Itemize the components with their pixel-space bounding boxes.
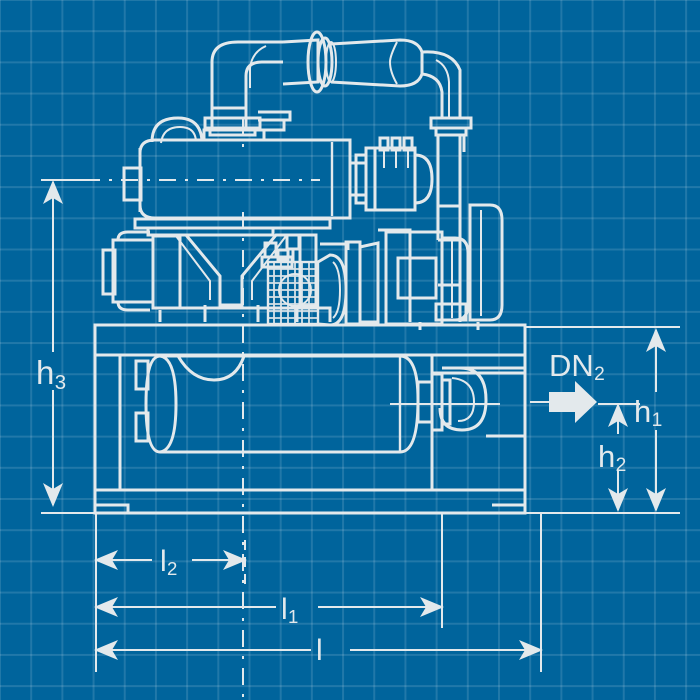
dimension-h2 xyxy=(598,403,640,512)
dimension-label-l2: l2 xyxy=(160,545,178,580)
dimension-label-h3: h3 xyxy=(36,354,67,394)
dimension-label-dn2: DN2 xyxy=(549,348,605,386)
dimension-l2 xyxy=(94,513,247,672)
dimension-label-h1: h1 xyxy=(634,394,663,432)
left-auxiliary-block xyxy=(101,230,332,322)
dimension-h1 xyxy=(525,326,680,514)
main-drive-motor xyxy=(344,135,504,330)
dimension-h3 xyxy=(41,179,96,514)
dimension-label-l: l xyxy=(316,634,323,667)
dimension-l xyxy=(94,513,543,672)
top-pipe-assembly xyxy=(203,30,473,152)
dimension-label-l1: l1 xyxy=(281,593,299,628)
central-blower-assembly xyxy=(260,233,350,327)
centre-lines xyxy=(45,118,320,700)
dimension-l1 xyxy=(94,513,444,628)
dimension-label-h2: h2 xyxy=(598,439,627,477)
base-frame-skid xyxy=(93,323,527,515)
lower-receiver-tank xyxy=(134,354,525,454)
dn2-outlet-arrow xyxy=(530,381,597,423)
